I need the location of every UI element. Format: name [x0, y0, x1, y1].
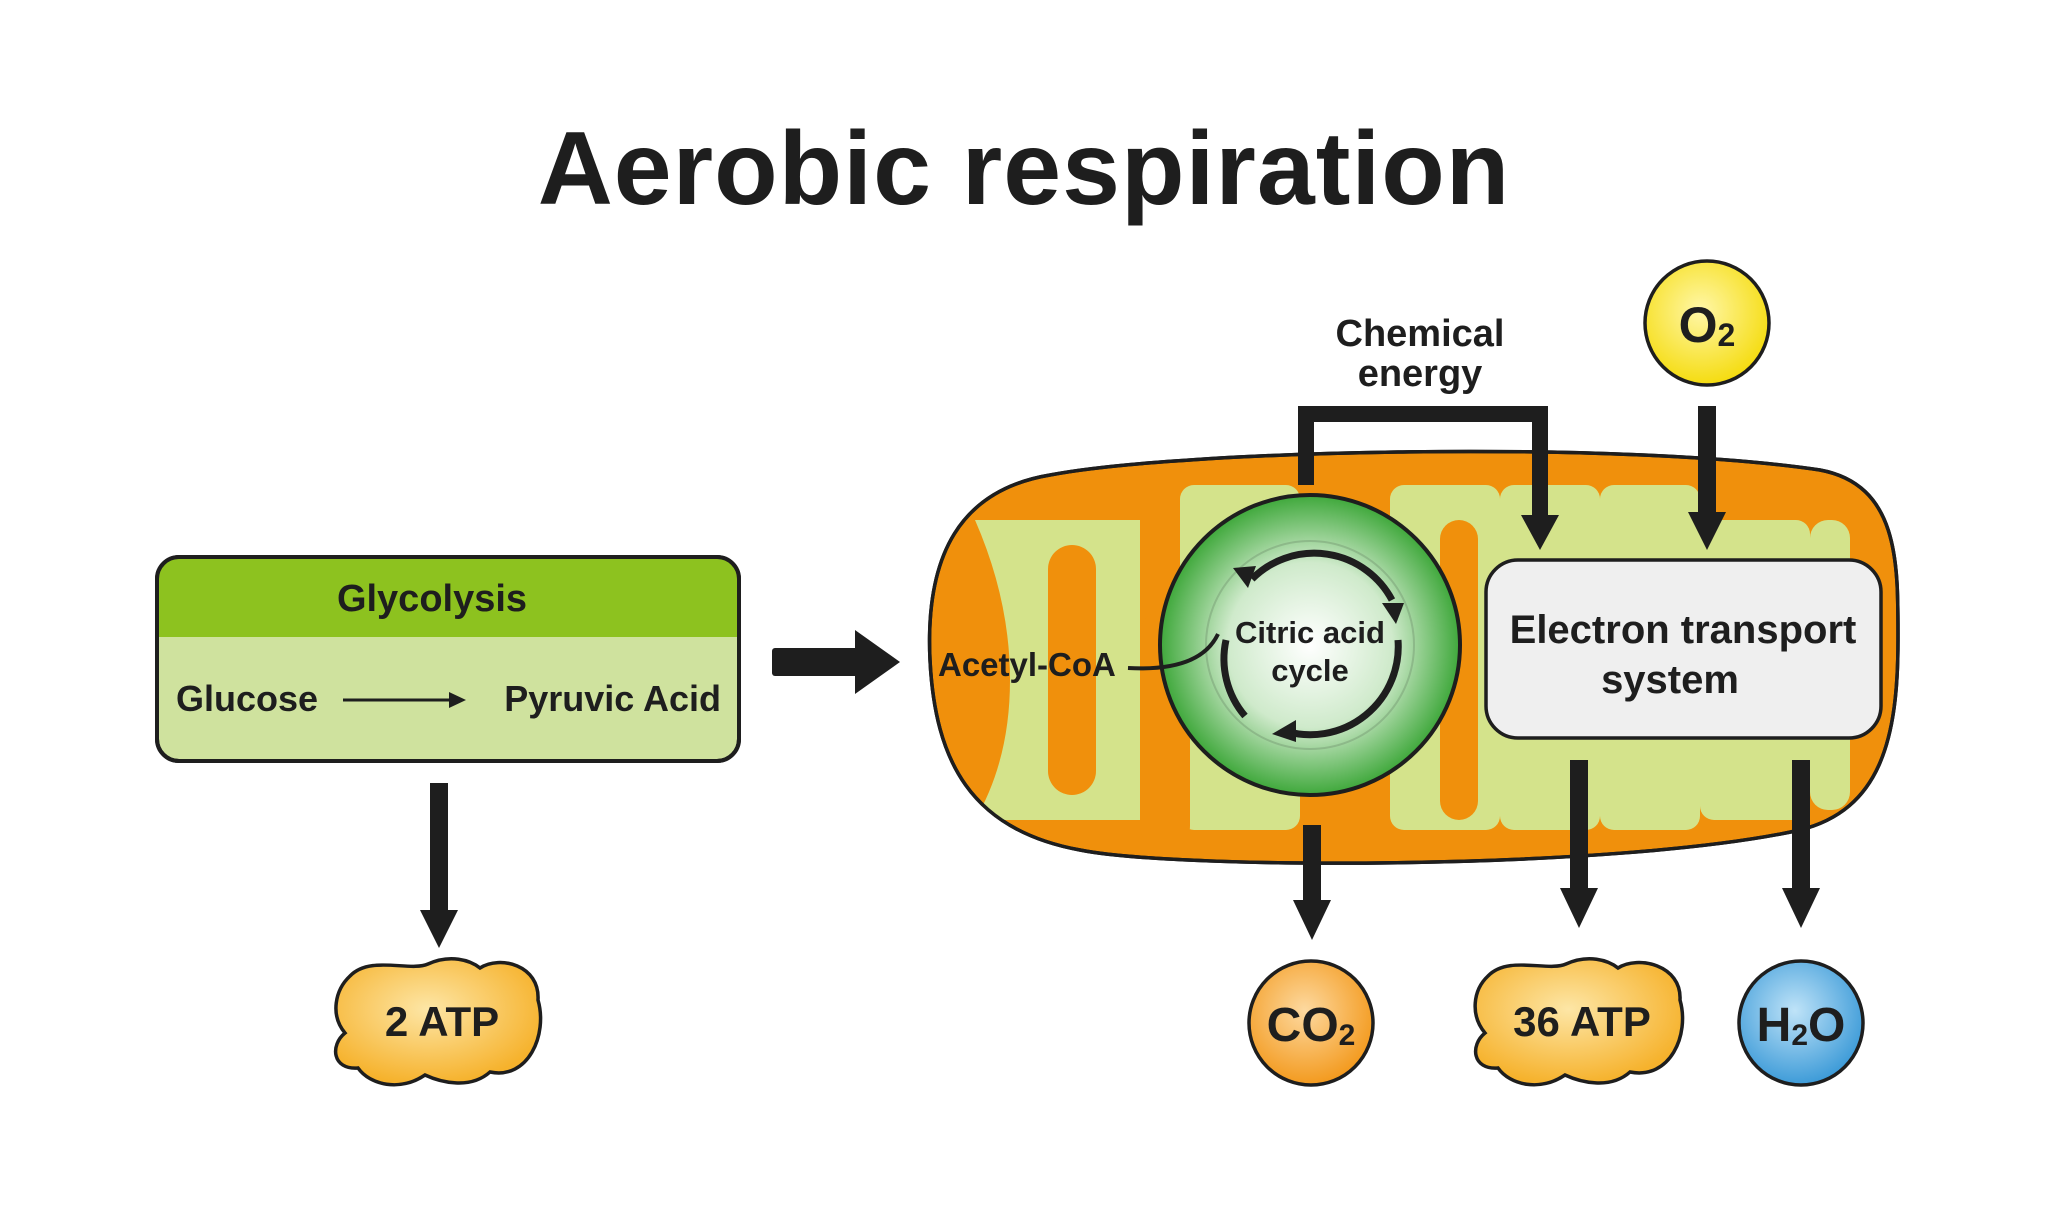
water-molecule: H2O	[1737, 959, 1865, 1087]
glycolysis-header: Glycolysis	[337, 578, 527, 620]
cycle-to-co2-arrow	[1293, 825, 1331, 940]
glucose-to-pyruvate-arrow	[343, 692, 466, 708]
ets-to-atp-arrow	[1560, 760, 1598, 928]
water-label: H2O	[1757, 999, 1846, 1052]
citric-cycle-label-line2: cycle	[1271, 653, 1349, 688]
glucose-label: Glucose	[176, 678, 318, 719]
cycle-arrowhead-1	[1233, 566, 1256, 588]
ets-to-water-arrow	[1782, 760, 1820, 928]
oxygen-molecule: O2	[1643, 259, 1771, 387]
oxygen-to-ets-arrow	[1688, 406, 1726, 550]
atp-36-label: 36 ATP	[1513, 998, 1651, 1045]
electron-transport-system: Electron transport system	[1484, 558, 1883, 740]
glycolysis-to-atp-arrow	[420, 783, 458, 948]
citric-cycle-label-line1: Citric acid	[1235, 615, 1385, 650]
cycle-arrowhead-3	[1272, 720, 1296, 742]
chemical-energy-bracket: Chemical energy	[1298, 313, 1559, 550]
atp-blob-glycolysis: 2 ATP	[333, 957, 543, 1087]
acetyl-coa-label: Acetyl-CoA	[938, 646, 1116, 683]
diagram-title: Aerobic respiration	[537, 111, 1511, 227]
cycle-arrowhead-2	[1382, 603, 1404, 624]
carbon-dioxide-label: CO2	[1267, 999, 1356, 1052]
chemical-energy-label-line2: energy	[1358, 353, 1483, 395]
acetyl-coa-connector	[1127, 633, 1220, 671]
oxygen-label: O2	[1679, 297, 1736, 353]
chemical-energy-label-line1: Chemical	[1336, 313, 1505, 355]
atp-2-label: 2 ATP	[385, 998, 499, 1045]
pyruvic-acid-label: Pyruvic Acid	[504, 678, 721, 719]
atp-blob-ets: 36 ATP	[1473, 957, 1685, 1087]
glycolysis-box: Glycolysis Glucose Pyruvic Acid	[155, 555, 741, 763]
cycle-arrows	[1220, 549, 1402, 739]
citric-acid-cycle: Citric acid cycle	[1158, 493, 1462, 797]
glycolysis-to-mitochondrion-arrow	[772, 630, 900, 694]
ets-label-line1: Electron transport	[1510, 608, 1857, 652]
carbon-dioxide-molecule: CO2	[1247, 959, 1375, 1087]
ets-label-line2: system	[1601, 658, 1739, 702]
